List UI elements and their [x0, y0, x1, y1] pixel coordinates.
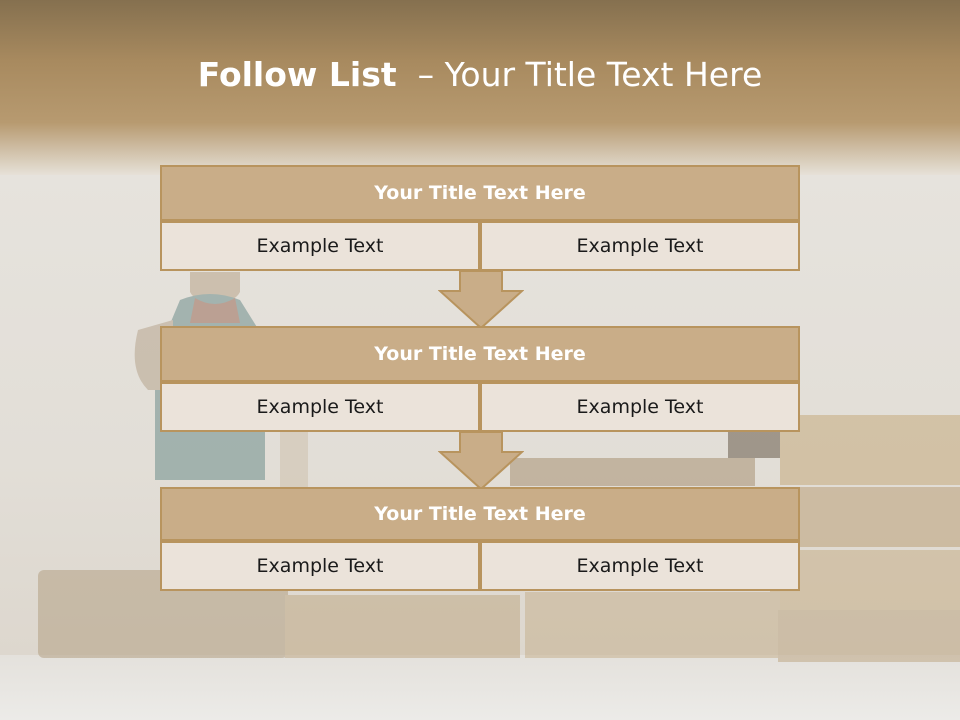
slide-title: Follow List – Your Title Text Here [0, 55, 960, 94]
floor-book-left [38, 570, 288, 658]
floor-book-middle [285, 595, 520, 658]
down-arrow-icon [438, 270, 524, 330]
book-mid-stack [510, 458, 755, 486]
figurine-collar [190, 298, 240, 323]
figurine-stand [280, 430, 308, 490]
list-block-cell-left: Example Text [160, 221, 480, 271]
list-block-heading: Your Title Text Here [160, 326, 800, 382]
list-block-cell-left: Example Text [160, 541, 480, 591]
book-stack-top [780, 415, 960, 485]
book-stack-low [770, 550, 960, 612]
floor-book-far-right [778, 610, 960, 662]
slide-title-rest: – Your Title Text Here [396, 55, 763, 94]
title-band-background [0, 0, 960, 175]
list-block-heading: Your Title Text Here [160, 165, 800, 221]
floor-book-right [525, 592, 780, 658]
list-block-cell-right: Example Text [480, 382, 800, 432]
floor-background [0, 655, 960, 720]
down-arrow-icon [438, 431, 524, 491]
list-block-cell-right: Example Text [480, 541, 800, 591]
list-block-cell-right: Example Text [480, 221, 800, 271]
slide-title-strong: Follow List [197, 55, 397, 94]
book-stack-mid [800, 487, 960, 547]
book-dark-spine [728, 428, 780, 458]
list-block-cell-left: Example Text [160, 382, 480, 432]
list-block-heading: Your Title Text Here [160, 487, 800, 541]
